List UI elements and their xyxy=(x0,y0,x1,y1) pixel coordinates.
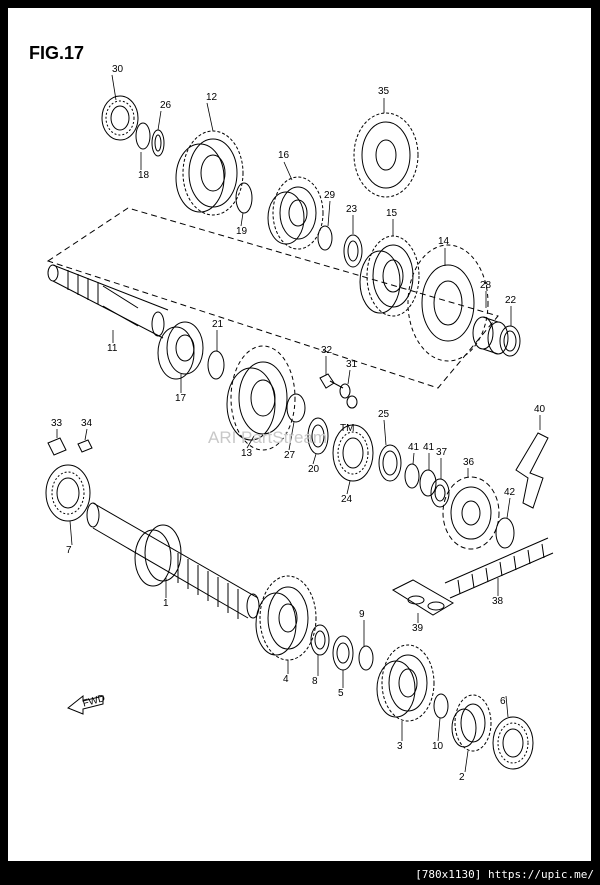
part-label: 13 xyxy=(241,448,253,459)
bolt-32 xyxy=(319,373,344,389)
watermark: ARI PartStream xyxy=(208,428,327,447)
gear-15 xyxy=(359,235,420,317)
part-label: 6 xyxy=(500,696,506,707)
part-label: 28 xyxy=(480,280,492,291)
exploded-diagram: FWD ARI PartStream TM 302612183516192923… xyxy=(45,64,554,783)
part-label: 17 xyxy=(175,393,187,404)
circlip-21 xyxy=(207,350,225,380)
figure-title: FIG.17 xyxy=(29,43,85,63)
mainshaft-1 xyxy=(86,502,260,619)
part-label: 22 xyxy=(505,295,517,306)
part-label: 40 xyxy=(534,404,546,415)
part-label: 36 xyxy=(463,457,475,468)
countershaft-11 xyxy=(47,264,169,339)
plate-40 xyxy=(515,432,549,509)
part-label: 16 xyxy=(278,150,290,161)
chain-38 xyxy=(444,537,554,599)
part-label: 29 xyxy=(324,190,336,201)
part-label: 39 xyxy=(412,623,424,634)
part-label: 10 xyxy=(432,741,444,752)
part-label: 12 xyxy=(206,92,218,103)
sprocket-36 xyxy=(442,476,500,550)
washer-26 xyxy=(151,129,165,157)
part-label: 26 xyxy=(160,100,172,111)
pin-33 xyxy=(47,437,67,456)
chain-link-39 xyxy=(391,579,454,616)
diagram-page: FIG.17 xyxy=(8,8,591,861)
part-label: 21 xyxy=(212,319,224,330)
oil-seal-25 xyxy=(378,444,402,482)
part-label: 9 xyxy=(359,609,365,620)
part-label: 27 xyxy=(284,450,296,461)
status-bar: [780x1130] https://upic.me/ xyxy=(0,865,600,885)
part-label: 1 xyxy=(163,598,169,609)
part-label: 8 xyxy=(312,676,318,687)
part-label: 23 xyxy=(346,204,358,215)
part-label: 32 xyxy=(321,345,333,356)
washer-23 xyxy=(343,234,363,268)
part-label: 34 xyxy=(81,418,93,429)
part-label: 31 xyxy=(346,359,358,370)
part-label: 33 xyxy=(51,418,63,429)
part-label: 30 xyxy=(112,64,124,75)
status-text: [780x1130] https://upic.me/ xyxy=(415,868,594,881)
bearing-6 xyxy=(492,716,534,770)
screen-frame: FIG.17 xyxy=(8,8,591,861)
part-label: 20 xyxy=(308,464,320,475)
part-label: 4 xyxy=(283,674,289,685)
gear-2 xyxy=(451,694,492,752)
leader-lines xyxy=(56,74,541,773)
part-label: 19 xyxy=(236,226,248,237)
gear-12 xyxy=(175,130,244,216)
watermark-tm: TM xyxy=(340,423,354,434)
forward-arrow-icon: FWD xyxy=(67,693,107,715)
gear-3 xyxy=(376,644,435,722)
part-label: 14 xyxy=(438,236,450,247)
part-label: 2 xyxy=(459,772,465,783)
part-label: 7 xyxy=(66,545,72,556)
ring-19 xyxy=(235,182,253,214)
circlip-18 xyxy=(135,122,151,150)
part-label: 42 xyxy=(504,487,516,498)
part-label: 37 xyxy=(436,447,448,458)
part-label: 11 xyxy=(107,343,118,354)
washer-20 xyxy=(307,417,329,455)
circlip-42 xyxy=(495,517,515,549)
washer-27 xyxy=(286,393,306,423)
spacer-37 xyxy=(430,478,450,508)
circlip-29 xyxy=(317,225,333,251)
part-label: 41 xyxy=(423,442,435,453)
assembly-outline xyxy=(46,207,499,389)
bushing-28 xyxy=(472,316,509,355)
part-label: 3 xyxy=(397,741,403,752)
part-label: 5 xyxy=(338,688,344,699)
bearing-30 xyxy=(101,95,139,141)
gear-13 xyxy=(226,345,296,451)
part-label: 38 xyxy=(492,596,504,607)
forward-label: FWD xyxy=(82,693,107,710)
circlip-9 xyxy=(358,645,374,671)
part-label: 41 xyxy=(408,442,420,453)
gear-14 xyxy=(407,244,489,362)
washer-31 xyxy=(339,383,358,409)
bearing-24 xyxy=(332,424,374,482)
bushing-8 xyxy=(310,624,330,656)
circlip-10 xyxy=(433,693,449,719)
part-label: 25 xyxy=(378,409,390,420)
bearing-7 xyxy=(45,464,91,522)
spacer-41b xyxy=(419,469,437,497)
gear-35 xyxy=(353,112,419,198)
part-label: 15 xyxy=(386,208,398,219)
washer-22 xyxy=(499,325,521,357)
washer-5 xyxy=(332,635,354,671)
part-label: 18 xyxy=(138,170,150,181)
part-label: 35 xyxy=(378,86,390,97)
gear-17 xyxy=(157,321,204,380)
screw-34 xyxy=(77,439,93,453)
o-ring-41a xyxy=(404,463,420,489)
gear-4 xyxy=(255,575,317,661)
part-label: 24 xyxy=(341,494,353,505)
gear-16 xyxy=(267,176,324,250)
